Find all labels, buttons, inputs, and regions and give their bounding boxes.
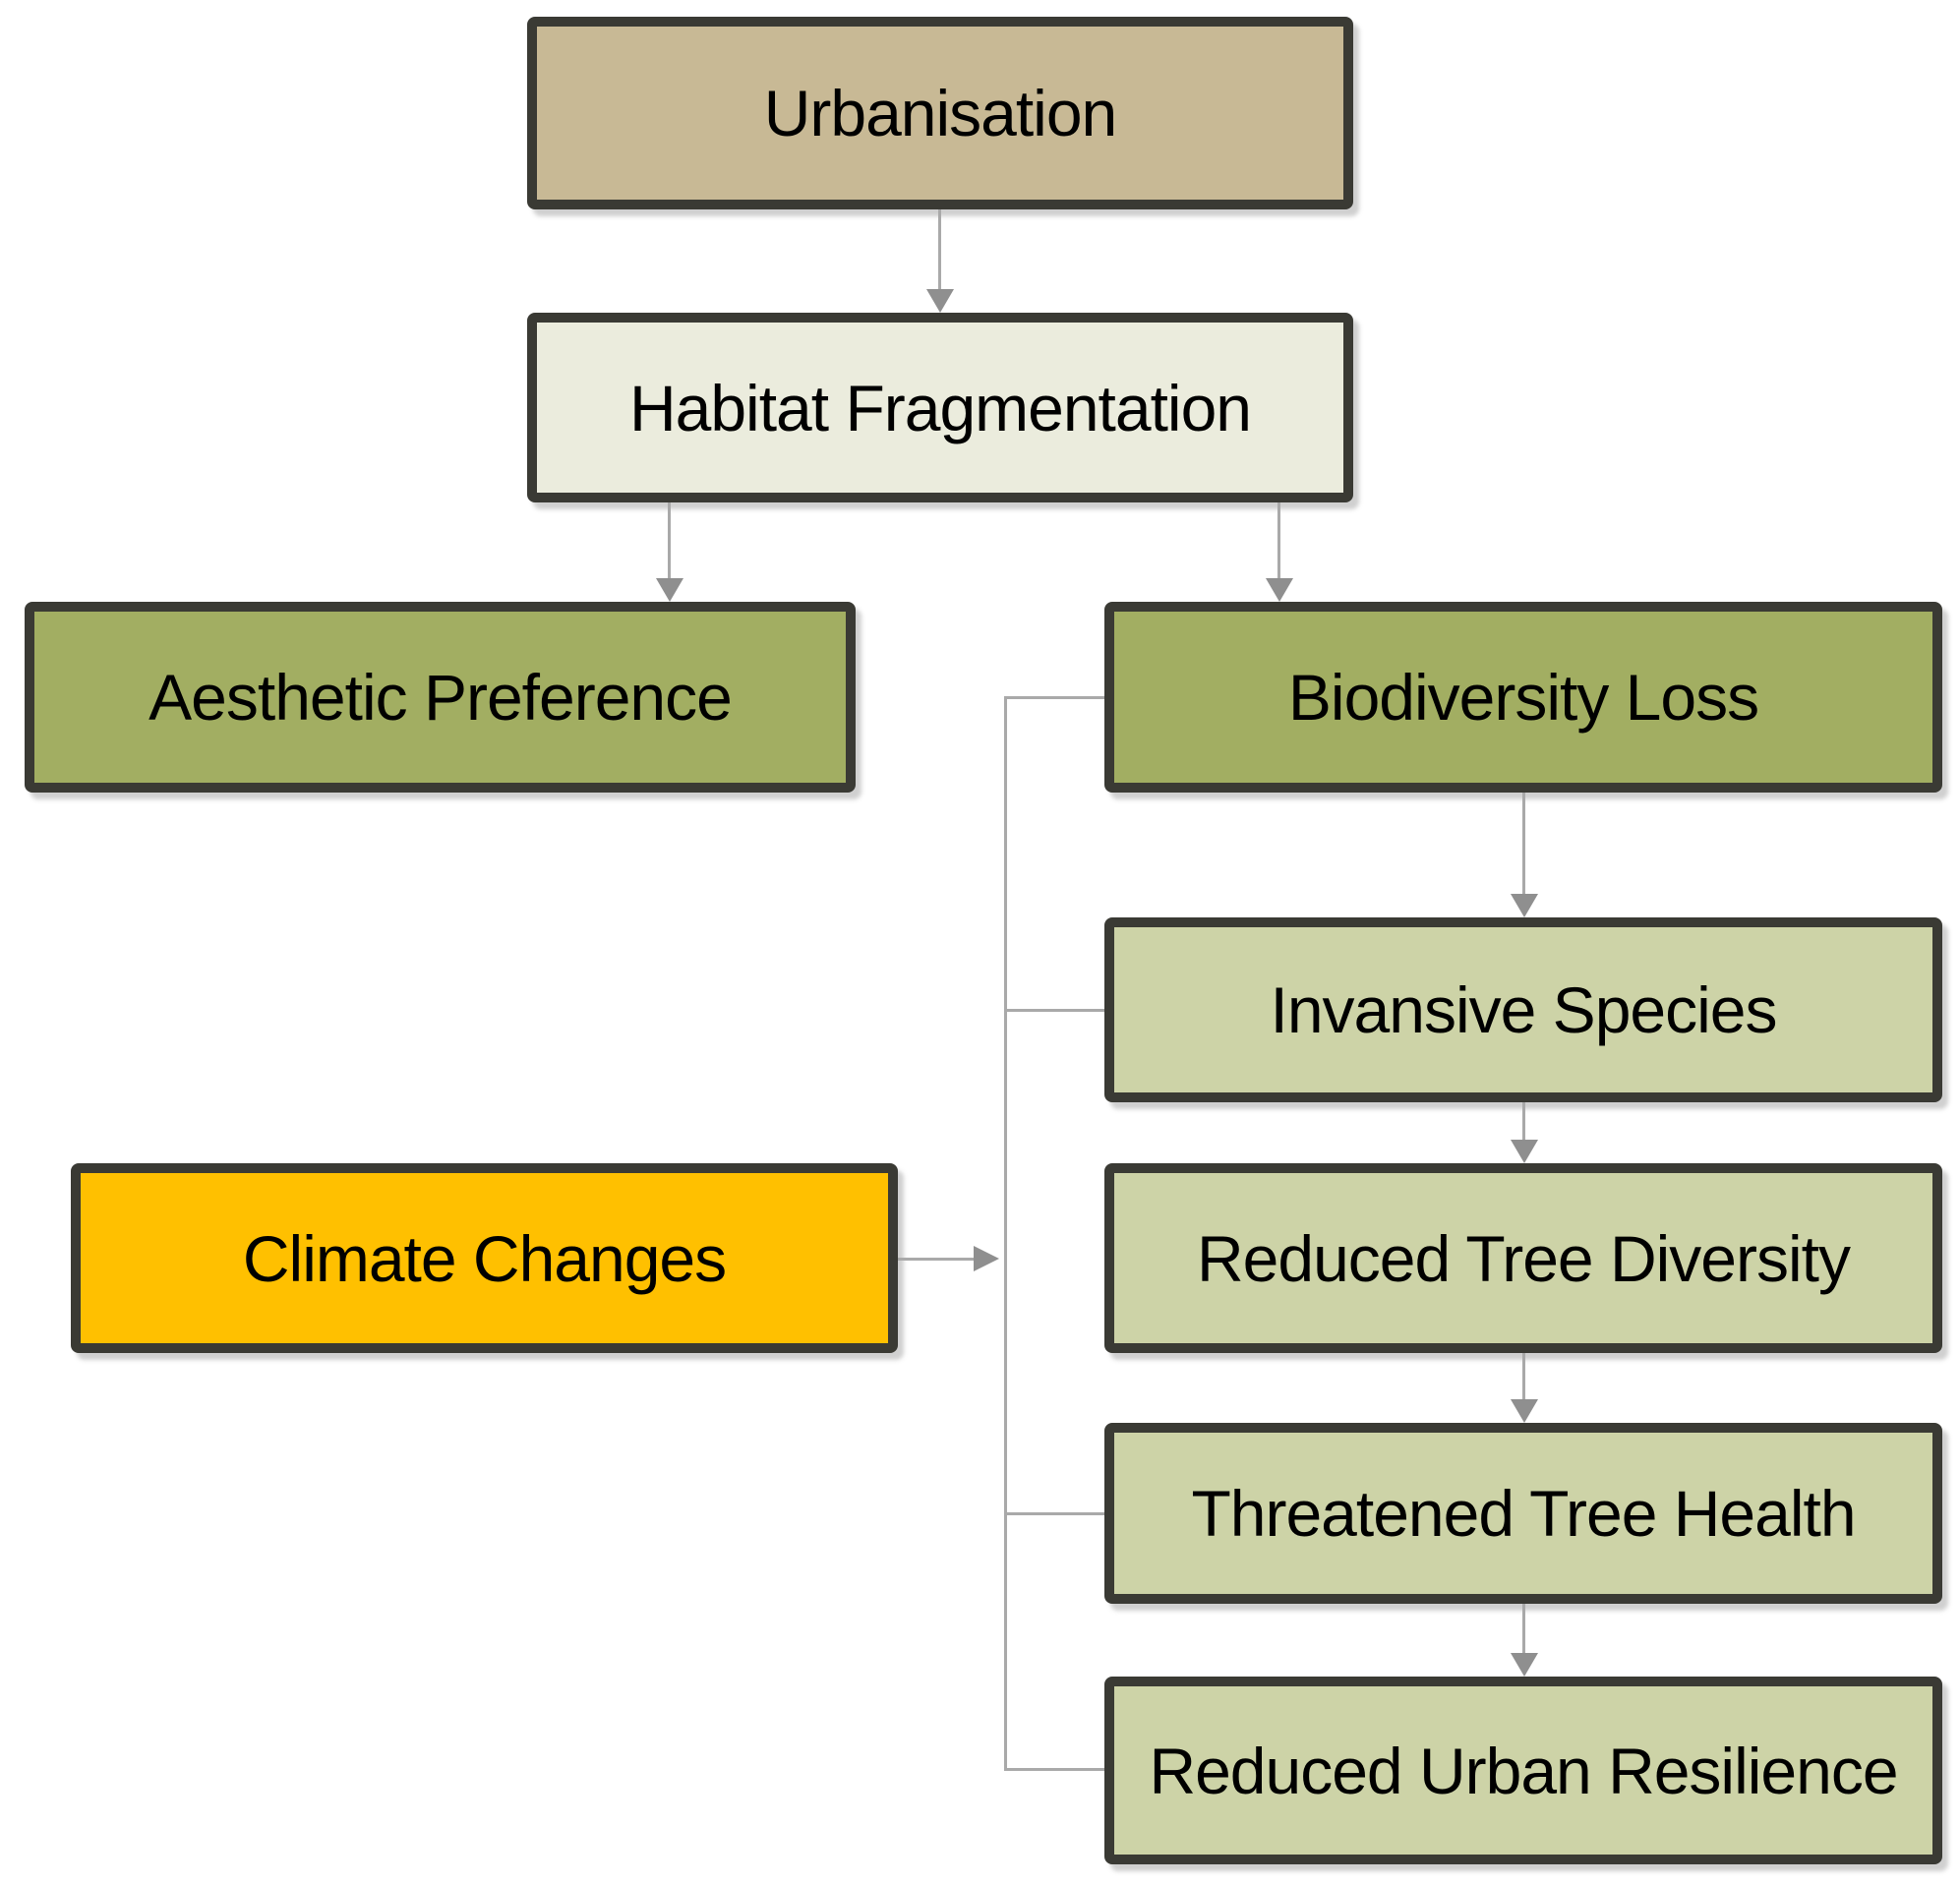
edge-threatened-resilience-line <box>1522 1604 1525 1655</box>
edge-invansive-reducedtree-line <box>1522 1102 1525 1142</box>
edge-reducedtree-threatened-arrowhead-icon <box>1511 1399 1538 1423</box>
node-climate-changes: Climate Changes <box>71 1163 898 1353</box>
edge-invansive-reducedtree-arrowhead-icon <box>1511 1140 1538 1163</box>
node-biodiversity-loss: Biodiversity Loss <box>1104 602 1942 793</box>
edge-climate-connector-line <box>898 1258 974 1261</box>
edge-habitat-aesthetic-arrowhead-icon <box>656 578 683 602</box>
node-urbanisation: Urbanisation <box>527 17 1353 209</box>
edge-urbanisation-habitat-line <box>938 209 941 291</box>
side-connector-stub-resilience <box>1004 1768 1104 1771</box>
edge-habitat-biodiversity-line <box>1277 502 1280 580</box>
side-connector-trunk-line <box>1004 696 1007 1771</box>
edge-urbanisation-habitat-arrowhead-icon <box>926 289 954 313</box>
side-connector-stub-biodiversity <box>1004 696 1104 699</box>
edge-climate-connector-arrowhead-icon <box>974 1246 999 1271</box>
edge-threatened-resilience-arrowhead-icon <box>1511 1653 1538 1677</box>
node-habitat-fragmentation: Habitat Fragmentation <box>527 313 1353 502</box>
edge-habitat-aesthetic-line <box>668 502 671 580</box>
node-reduced-urban-resilience: Reduced Urban Resilience <box>1104 1677 1942 1864</box>
side-connector-stub-threatened <box>1004 1512 1104 1515</box>
node-invansive-species: Invansive Species <box>1104 917 1942 1102</box>
node-aesthetic-preference: Aesthetic Preference <box>25 602 856 793</box>
side-connector-stub-invansive <box>1004 1009 1104 1012</box>
node-reduced-tree-diversity: Reduced Tree Diversity <box>1104 1163 1942 1353</box>
edge-biodiversity-invansive-line <box>1522 793 1525 896</box>
edge-habitat-biodiversity-arrowhead-icon <box>1266 578 1293 602</box>
node-threatened-tree-health: Threatened Tree Health <box>1104 1423 1942 1604</box>
edge-biodiversity-invansive-arrowhead-icon <box>1511 894 1538 917</box>
edge-reducedtree-threatened-line <box>1522 1353 1525 1401</box>
